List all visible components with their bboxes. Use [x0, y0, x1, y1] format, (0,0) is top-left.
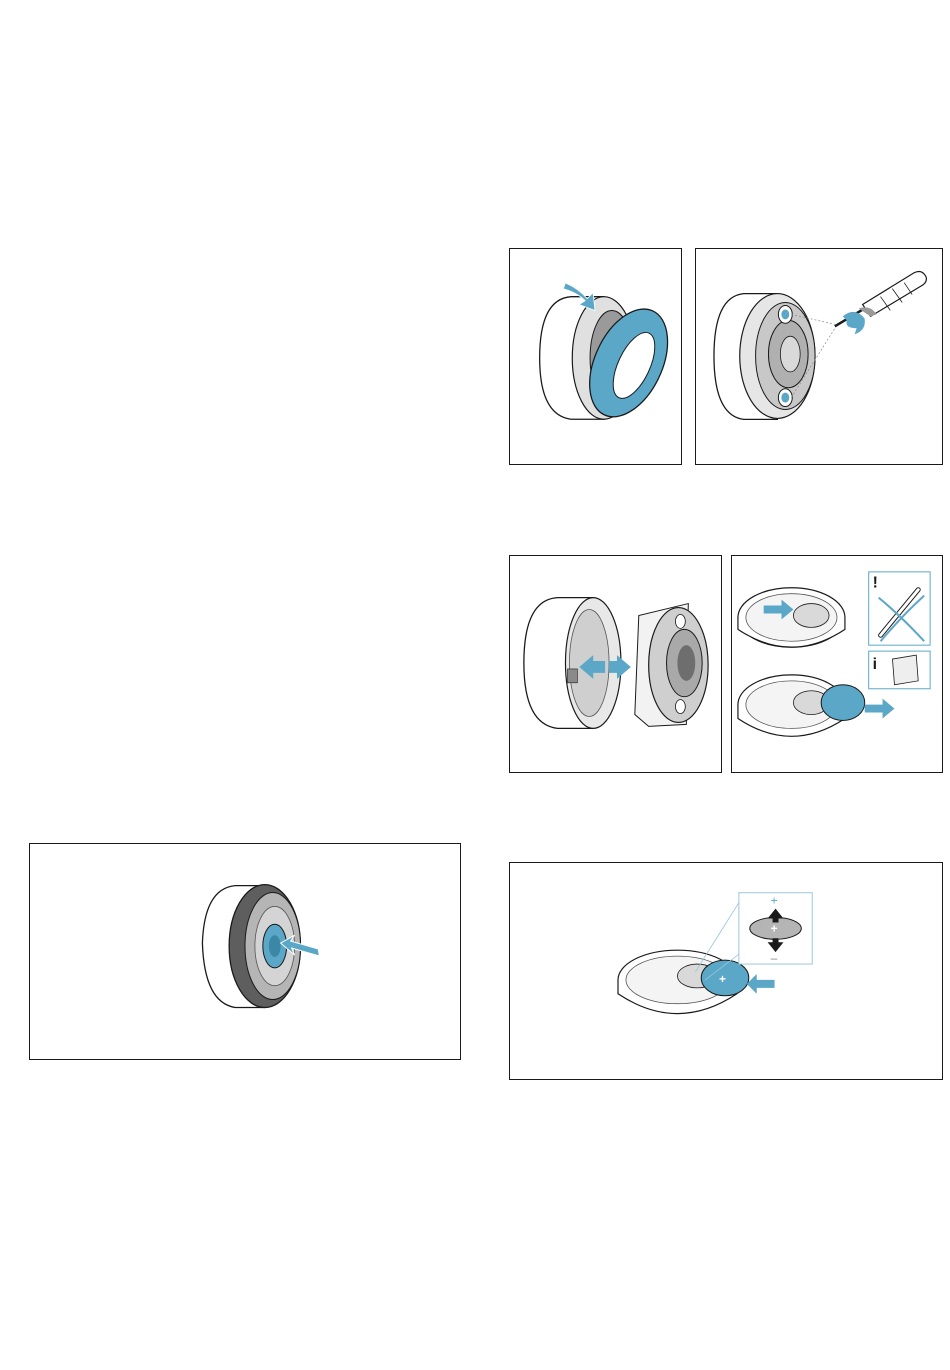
illustration-remove-battery: ! i: [731, 555, 943, 773]
illustration-insert-battery: + + + –: [509, 862, 943, 1080]
device-separate-drawing: [510, 556, 721, 772]
svg-text:–: –: [771, 951, 778, 965]
rotate-arrow-icon: [843, 312, 865, 334]
arrow-left-icon: [747, 974, 775, 994]
illustration-unscrew-mount: [695, 248, 943, 465]
svg-text:+: +: [771, 921, 778, 935]
illustration-separate-housing: [509, 555, 722, 773]
device-unscrew-drawing: [696, 249, 942, 464]
svg-text:+: +: [771, 894, 778, 908]
device-press-button-drawing: [30, 844, 460, 1059]
illustration-rotate-remove-cover: [509, 248, 682, 465]
manual-icon: [892, 655, 918, 685]
info-icon: i: [873, 656, 877, 673]
warning-icon: !: [873, 575, 878, 592]
battery-insert-drawing: + + + –: [510, 863, 942, 1079]
svg-text:+: +: [719, 972, 726, 986]
device-cover-drawing: [510, 249, 681, 464]
illustration-press-center-button: [29, 843, 461, 1060]
battery-icon: [821, 685, 865, 721]
battery-removal-drawing: ! i: [732, 556, 942, 772]
